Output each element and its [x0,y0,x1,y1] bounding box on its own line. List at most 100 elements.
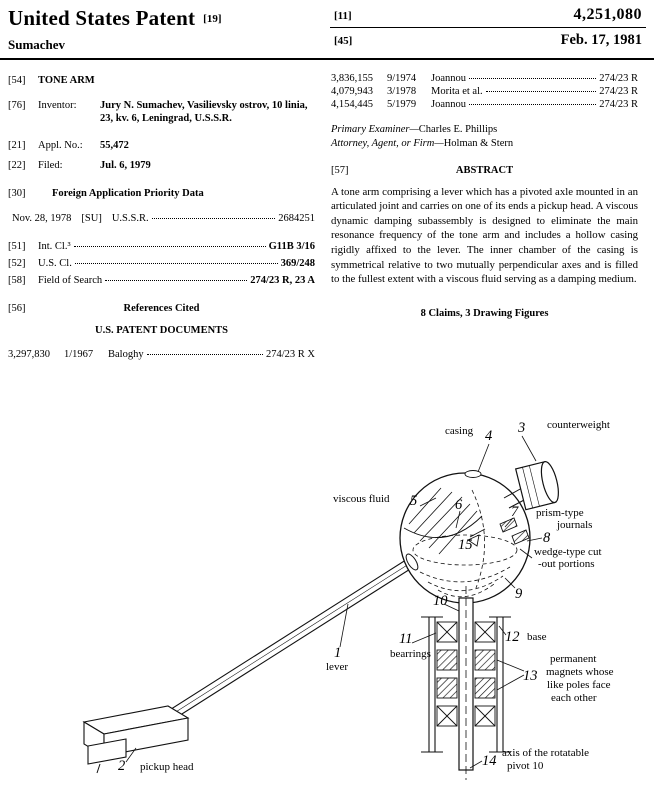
label-casing: casing [445,425,474,437]
priority-date: Nov. 28, 1978 [12,212,72,224]
biblio-right-column: 3,836,155 9/1974 Joannou 274/23 R 4,079,… [331,72,638,412]
reference-row: 4,079,943 3/1978 Morita et al. 274/23 R [331,85,638,98]
label-prism-journals-1: prism-type [536,507,584,519]
title-field: [54] TONE ARM [8,74,315,87]
patent-number: 4,251,080 [573,6,642,23]
casing-sphere-shape [399,470,531,604]
attorney-label: Attorney, Agent, or Firm— [331,137,444,149]
inventor-value: Jury N. Sumachev, Vasilievsky ostrov, 10… [100,100,308,125]
lever-shape [156,557,416,727]
patent-figure-area: casing counterweight viscous fluid prism… [0,412,654,785]
examiner-label: Primary Examiner— [331,124,419,136]
priority-entry: Nov. 28, 1978 [SU] U.S.S.R. 2684251 [8,212,315,225]
numeral-9: 9 [515,586,523,602]
search-label: Field of Search [38,275,103,287]
label-wedge-2: -out portions [538,558,595,570]
ref-name: Joannou [431,73,466,84]
numeral-2: 2 [118,758,125,774]
tube-opening-shape [405,553,419,571]
application-number-field: [21] Appl. No.: 55,472 [8,139,315,152]
ref-name: Morita et al. [431,86,483,98]
filed-value: Jul. 6, 1979 [100,159,151,171]
label-bearings: bearrings [390,648,431,660]
attorney-line: Attorney, Agent, or Firm—Holman & Stern [331,137,638,150]
us-cl-label: U.S. Cl. [38,258,72,269]
patent-header: United States Patent [19] Sumachev [11] … [0,0,654,60]
field-code: [56] [8,303,26,315]
field-code: [57] [331,164,349,176]
prism-journal-shapes [467,517,530,547]
dot-leader [146,353,263,355]
ref-number: 4,079,943 [331,86,373,98]
dot-leader [105,280,248,282]
patent-number-code: [11] [334,10,352,22]
primary-examiner-line: Primary Examiner—Charles E. Phillips [331,123,638,136]
int-cl-field: [51] Int. Cl.³ G11B 3/16 [8,240,315,253]
dot-leader [73,245,266,247]
field-of-search: [58] Field of Search 274/23 R, 23 A [8,274,315,287]
appl-value: 55,472 [100,140,129,152]
int-cl-value: G11B 3/16 [268,240,315,252]
numeral-1: 1 [334,645,341,661]
label-axis-1: axis of the rotatable [502,747,589,759]
field-code: [30] [8,187,26,199]
dot-leader [469,78,597,79]
ref-number: 4,154,445 [331,99,373,111]
numeral-4: 4 [485,428,492,444]
field-code: [54] [8,75,26,86]
magnet-blocks [436,649,496,699]
ref-date: 5/1979 [387,99,417,111]
ref-date: 9/1974 [387,73,417,84]
biblio-section: [54] TONE ARM [76] Inventor: Jury N. Sum… [0,60,654,412]
header-right: [11] 4,251,080 [45] Feb. 17, 1981 [330,6,646,49]
field-code: [51] [8,240,26,252]
claims-line: 8 Claims, 3 Drawing Figures [420,307,549,319]
reference-row: 4,154,445 5/1979 Joannou 274/23 R [331,98,638,111]
abstract-text: A tone arm comprising a lever which has … [331,185,638,286]
field-code: [22] [8,159,26,171]
field-code: [76] [8,100,26,112]
dot-leader [469,104,597,106]
label-lever: lever [326,661,348,673]
label-counterweight: counterweight [547,419,610,431]
numeral-10: 10 [433,593,448,609]
numeral-15: 15 [458,537,473,553]
reference-row: 3,297,830 1/1967 Baloghy 274/23 R X [8,348,315,361]
invention-title: TONE ARM [38,75,95,86]
label-wedge-1: wedge-type cut [534,546,602,558]
inventor-label: Inventor: [38,100,77,112]
numeral-6: 6 [455,497,463,513]
patent-drawing: casing counterweight viscous fluid prism… [82,419,614,780]
numeral-3: 3 [517,420,525,436]
abstract-heading: [57] ABSTRACT [331,164,638,177]
pivot-assembly-shape [421,586,511,780]
references-cited-heading: [56] References Cited [8,302,315,315]
ref-class: 274/23 R [599,99,638,111]
reference-row: 3,836,155 9/1974 Joannou 274/23 R [331,72,638,85]
hidden-lines [412,489,518,598]
numeral-11: 11 [399,631,412,647]
us-cl-value: 369/248 [280,258,315,269]
dot-leader [151,217,276,219]
foreign-priority-title: Foreign Application Priority Data [52,187,204,199]
examiner-name: Charles E. Phillips [418,124,498,136]
label-magnets-4: each other [551,692,597,704]
ref-number: 3,836,155 [331,73,373,84]
filed-field: [22] Filed: Jul. 6, 1979 [8,159,315,172]
label-magnets-1: permanent [550,653,596,665]
dot-leader [74,263,278,264]
field-code: [21] [8,140,26,152]
filed-label: Filed: [38,159,63,171]
filler-plug-shape [464,470,482,478]
abstract-title: ABSTRACT [455,164,514,176]
bearing-blocks-top [436,621,496,643]
biblio-left-column: [54] TONE ARM [76] Inventor: Jury N. Sum… [8,72,315,412]
inventor-field: [76] Inventor: Jury N. Sumachev, Vasilie… [8,99,315,125]
field-code: [52] [8,258,26,269]
ref-date: 1/1967 [64,348,94,360]
bearing-blocks-bottom [436,705,496,727]
label-prism-journals-2: journals [556,519,592,531]
ref-class: 274/23 R X [265,348,315,360]
label-viscous-fluid: viscous fluid [333,493,390,505]
label-pickup-head: pickup head [140,761,194,773]
